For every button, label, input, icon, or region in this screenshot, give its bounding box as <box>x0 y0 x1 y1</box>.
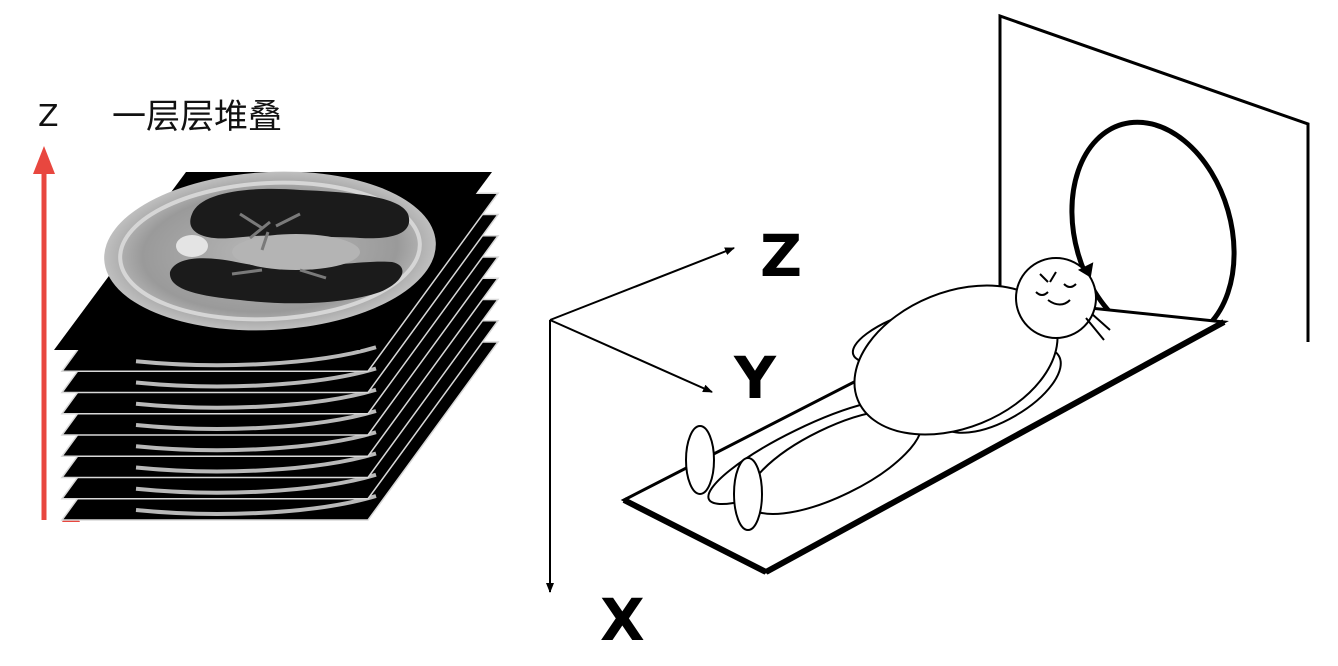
head <box>1015 257 1097 339</box>
ct-slice-tissue-edge <box>135 387 377 410</box>
y-axis-label: Y <box>733 344 777 412</box>
left-foot <box>685 425 715 495</box>
x-axis-label: X <box>600 586 645 654</box>
right-foot <box>733 457 763 531</box>
axes <box>546 247 735 593</box>
z-axis-label-small: Z <box>38 99 59 134</box>
face-features <box>1035 271 1111 341</box>
heart <box>232 234 360 270</box>
ct-slice-tissue-edge <box>135 409 377 431</box>
bronchi <box>231 212 327 280</box>
stacking-caption: 一层层堆叠 <box>112 97 282 137</box>
ct-slice-tissue-edge <box>135 366 377 389</box>
ct-slice-tissue-edge <box>135 430 377 453</box>
ct-slice-tissue-edge <box>135 472 377 495</box>
z-axis-label: Z <box>760 222 802 290</box>
ct-slice-tissue-edge <box>135 345 377 368</box>
scanner-panel: Z Y X <box>546 13 1310 654</box>
stack-panel: Z 一层层堆叠 <box>33 97 500 522</box>
ct-slice-tissue-edge <box>135 494 377 516</box>
lower-lung <box>169 258 403 304</box>
hair-tuft <box>1077 262 1094 278</box>
ct-slice-top <box>54 171 492 350</box>
ct-slice-tissue-edge <box>135 451 377 474</box>
spine <box>176 235 208 257</box>
patient-figure <box>685 257 1111 531</box>
outer-fat-ring <box>118 180 422 322</box>
